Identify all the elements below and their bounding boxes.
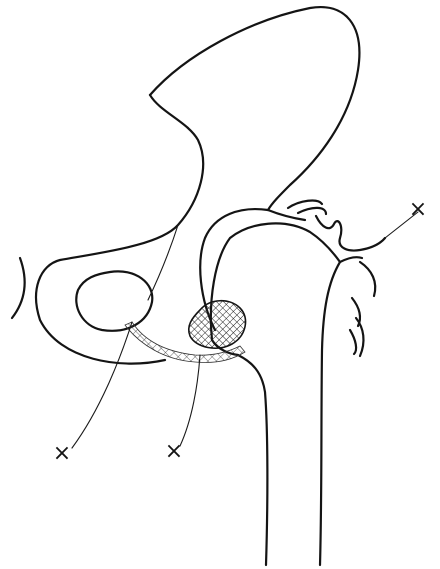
marker-right: × <box>409 197 427 222</box>
marker-lower-left: × <box>53 441 71 466</box>
capsule-lower <box>340 257 362 262</box>
left-edge-mark <box>12 258 25 318</box>
hatched-lesion <box>189 301 246 348</box>
osteophyte-4 <box>350 330 356 354</box>
osteophyte-1 <box>360 262 375 296</box>
marker-lower-mid: × <box>165 439 183 464</box>
pointer-lower-left <box>72 322 132 448</box>
osteophyte-3 <box>356 318 363 356</box>
pelvis-outline <box>150 7 359 210</box>
ilium-inner-curve <box>36 95 203 364</box>
femur-shaft-left <box>238 355 267 565</box>
pointer-lower-mid <box>180 355 200 446</box>
obturator-foramen <box>76 271 152 330</box>
femur-shaft-right <box>320 262 340 565</box>
capsule-fold-2 <box>298 208 326 214</box>
